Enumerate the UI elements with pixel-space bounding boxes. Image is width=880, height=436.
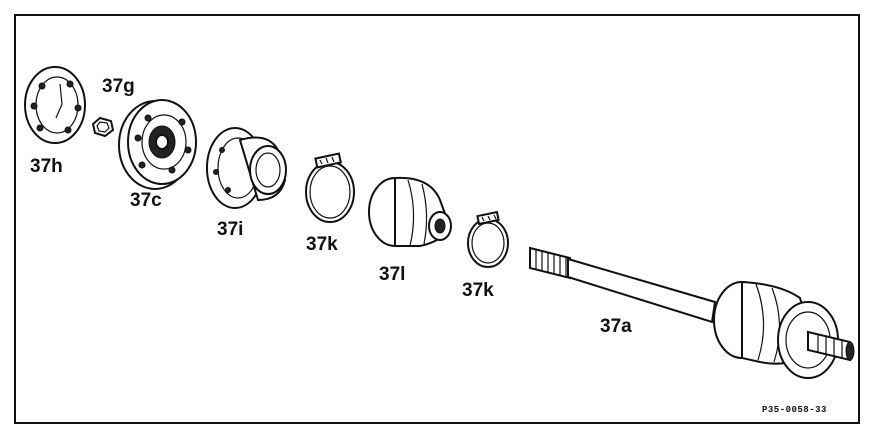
snap-ring-37g: [91, 116, 115, 138]
label-37k-right: 37k: [462, 280, 494, 301]
label-37i: 37i: [217, 219, 243, 240]
drive-shaft-37a: [529, 246, 855, 379]
label-37c: 37c: [130, 190, 162, 211]
clamp-37k-right: [467, 210, 509, 268]
label-37h: 37h: [30, 156, 63, 177]
label-37k-left: 37k: [306, 234, 338, 255]
label-37l: 37l: [379, 264, 405, 285]
rubber-boot-37l: [368, 176, 452, 247]
label-37a: 37a: [600, 316, 632, 337]
cover-plate-37h: [24, 66, 86, 144]
cv-joint-37c: [118, 99, 197, 190]
boot-flange-37i: [206, 127, 287, 209]
figure-code: P35-0058-33: [762, 405, 827, 415]
clamp-37k-left: [305, 152, 355, 223]
label-37g: 37g: [102, 76, 135, 97]
